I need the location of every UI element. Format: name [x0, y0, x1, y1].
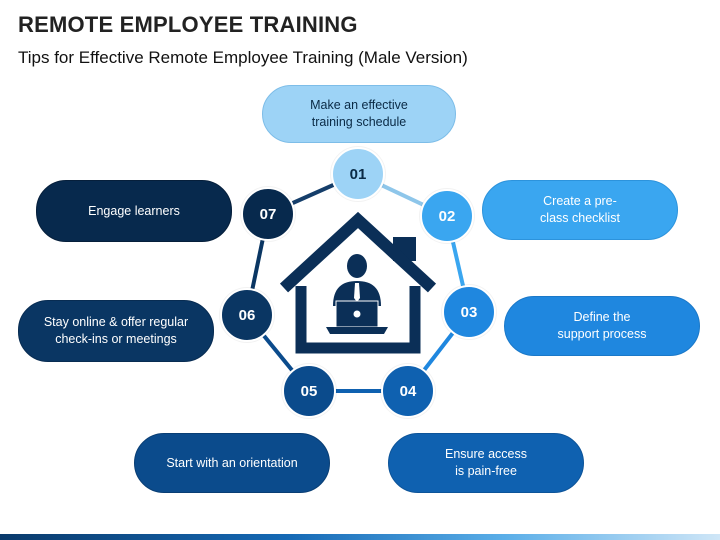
step-06-card: Stay online & offer regular check-ins or… — [18, 300, 214, 362]
step-07-card: Engage learners — [36, 180, 232, 242]
step-03-number: 03 — [442, 285, 496, 339]
step-04-card: Ensure access is pain-free — [388, 433, 584, 493]
step-05-card: Start with an orientation — [134, 433, 330, 493]
step-02-card: Create a pre- class checklist — [482, 180, 678, 240]
step-01-text: Make an effective training schedule — [310, 98, 408, 129]
step-01-number: 01 — [331, 147, 385, 201]
step-06-number: 06 — [220, 288, 274, 342]
step-06-text: Stay online & offer regular check-ins or… — [43, 315, 189, 346]
step-07-number: 07 — [241, 187, 295, 241]
home-office-employee-icon — [279, 211, 437, 354]
step-02-number: 02 — [420, 189, 474, 243]
step-07-text: Engage learners — [88, 203, 180, 218]
footer-gradient-bar — [0, 534, 720, 540]
step-05-number: 05 — [282, 364, 336, 418]
page-title: REMOTE EMPLOYEE TRAINING — [18, 12, 358, 37]
step-01-card: Make an effective training schedule — [262, 85, 456, 143]
step-03-text: Define the support process — [557, 310, 647, 341]
step-04-text: Ensure access is pain-free — [445, 447, 527, 478]
step-02-text: Create a pre- class checklist — [540, 194, 620, 225]
step-05-text: Start with an orientation — [166, 455, 298, 470]
step-04-number: 04 — [381, 364, 435, 418]
page-subtitle: Tips for Effective Remote Employee Train… — [18, 48, 468, 67]
step-03-card: Define the support process — [504, 296, 700, 356]
